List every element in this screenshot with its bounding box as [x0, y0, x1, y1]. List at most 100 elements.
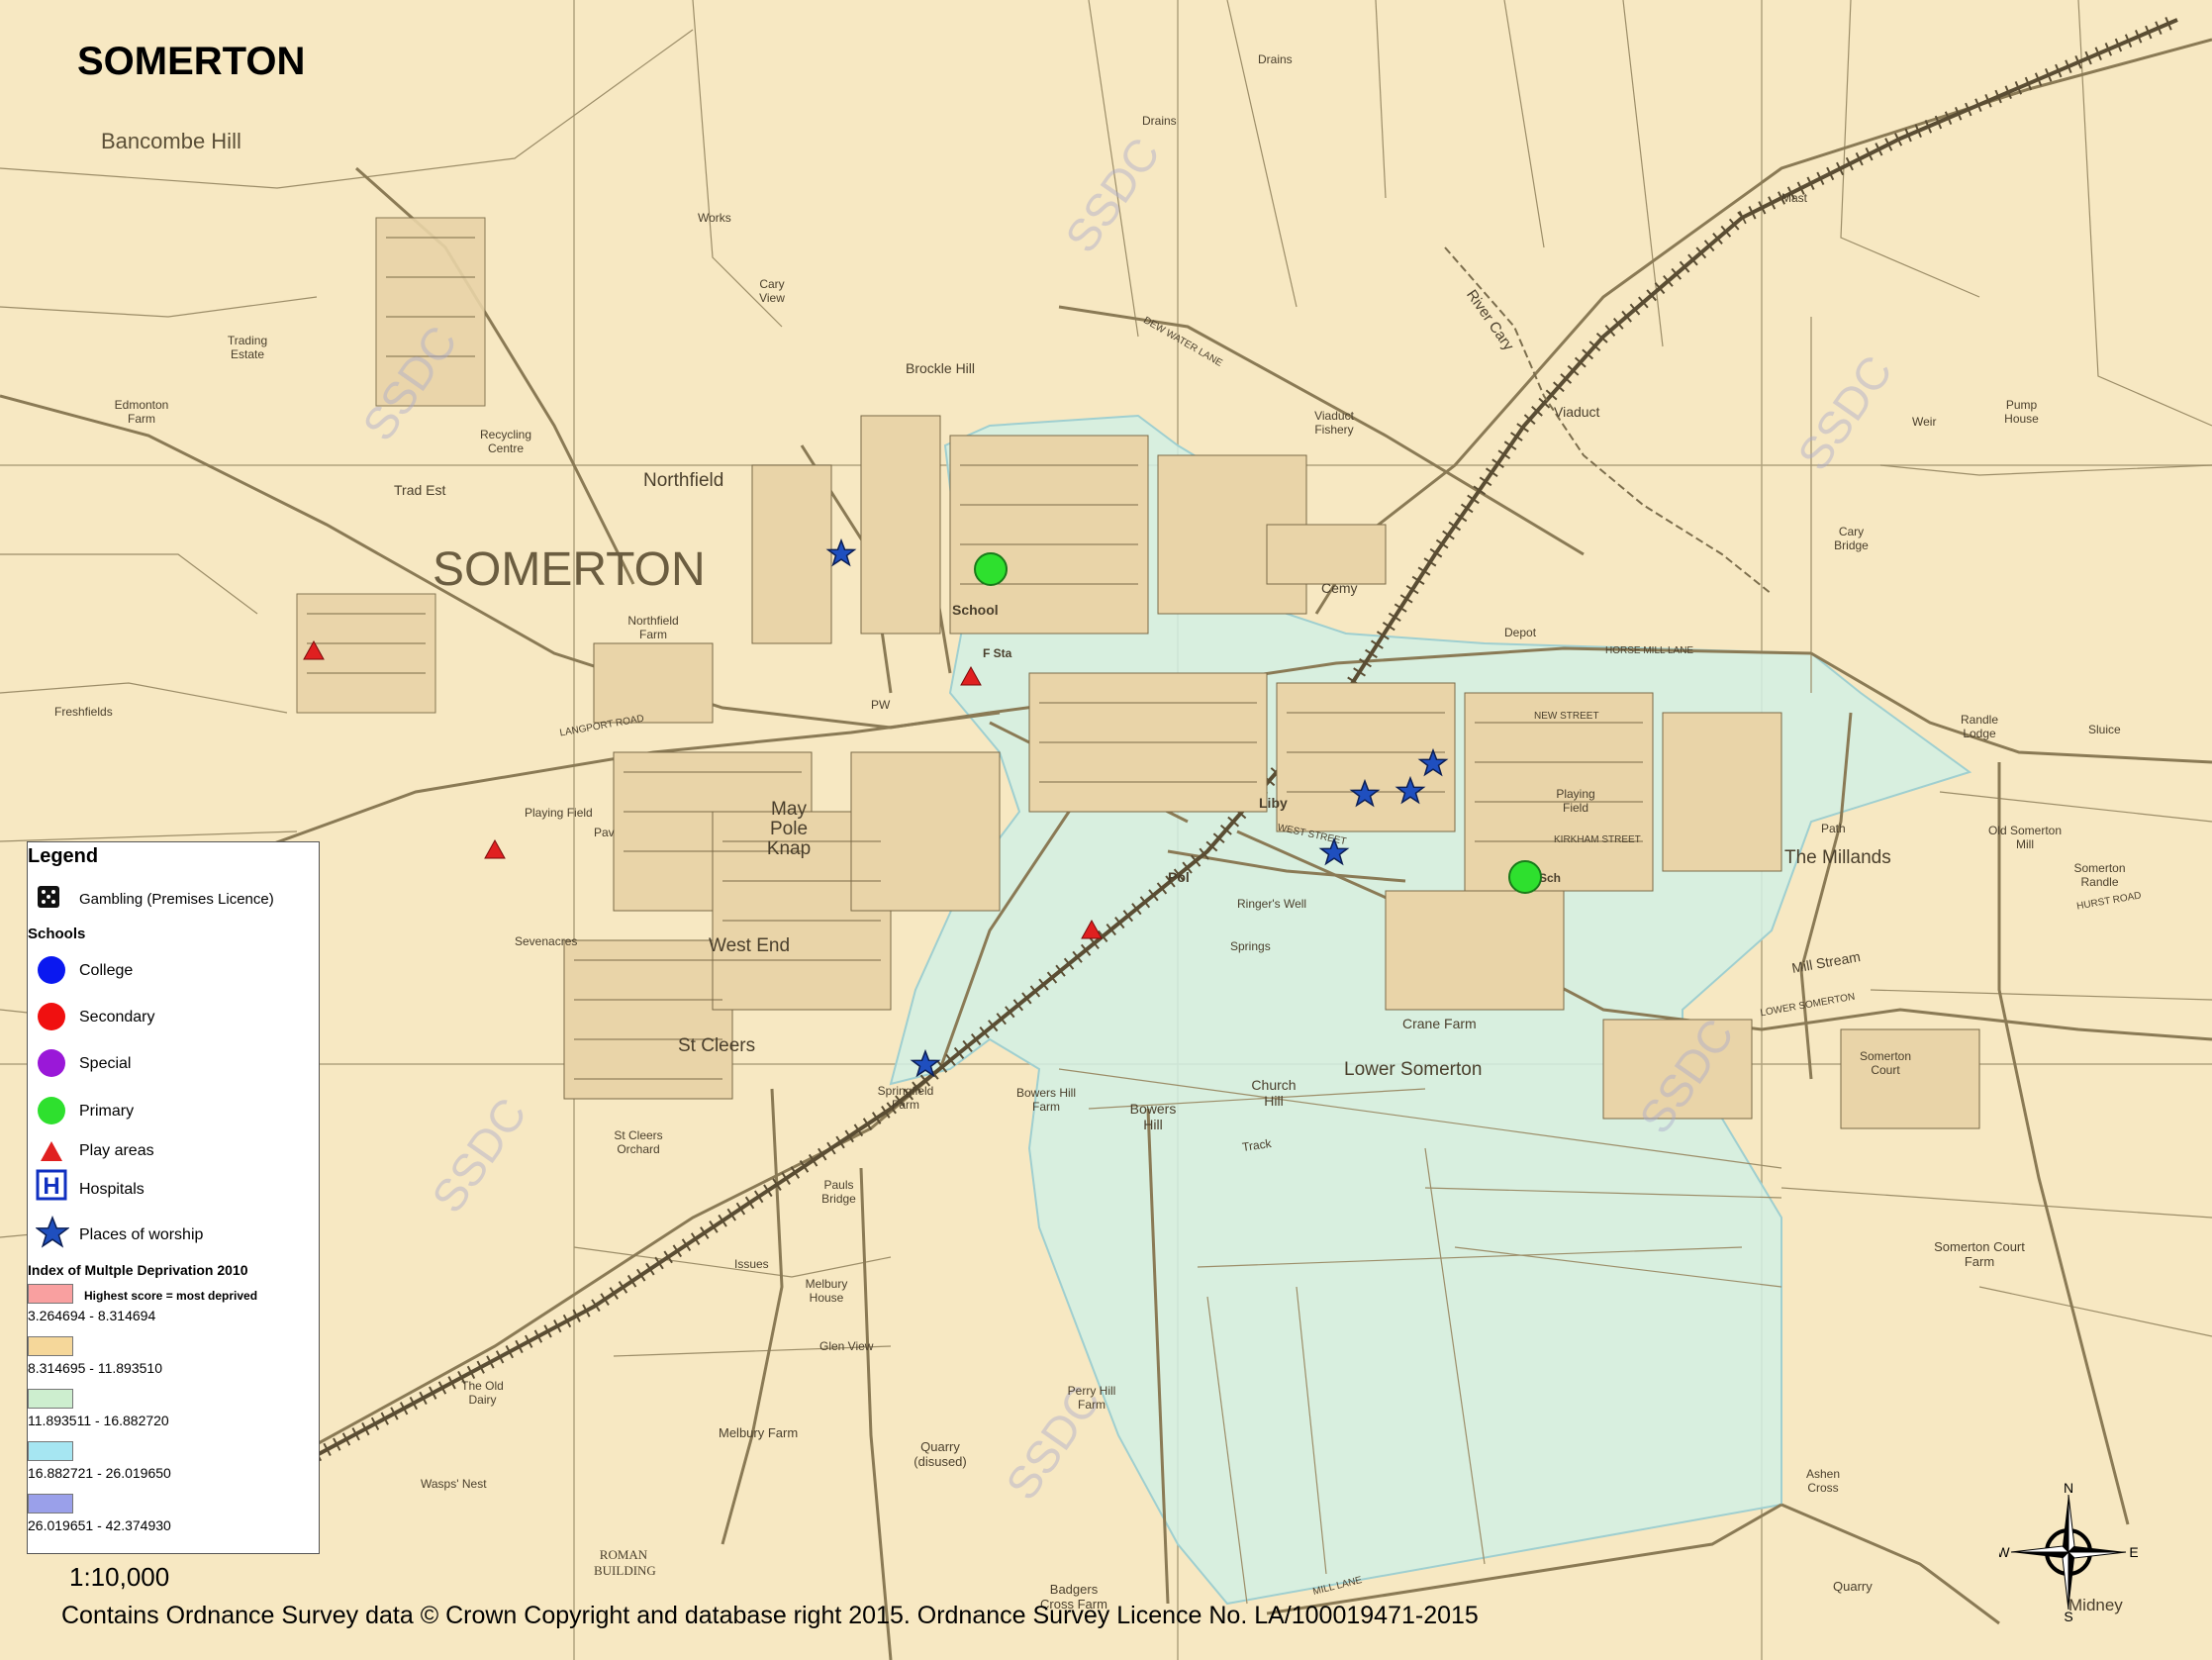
- place-label-somerton-randle: Somerton Randle: [2073, 861, 2126, 889]
- place-label-church-hill: Church Hill: [1251, 1077, 1297, 1109]
- legend-range-label: 16.882721 - 26.019650: [28, 1465, 171, 1481]
- map-scale: 1:10,000: [69, 1562, 170, 1592]
- place-label-pol: Pol: [1168, 869, 1190, 885]
- place-label-glen-view: Glen View: [819, 1339, 874, 1353]
- place-label-drains-top: Drains: [1258, 52, 1293, 66]
- place-label-somerton: SOMERTON: [433, 543, 706, 596]
- compass-n: N: [2064, 1483, 2073, 1496]
- road-label-horse-mill-lane: HORSE MILL LANE: [1605, 645, 1694, 656]
- legend-range-label: 8.314695 - 11.893510: [28, 1360, 162, 1376]
- place-label-f-sta: F Sta: [983, 646, 1012, 660]
- legend-range-label: 11.893511 - 16.882720: [28, 1413, 169, 1428]
- dice-icon: [36, 884, 61, 915]
- play-area-icon: [36, 1138, 67, 1169]
- compass-rose-icon: N S E W: [1996, 1480, 2138, 1624]
- place-label-midney: Midney: [2068, 1596, 2123, 1614]
- place-label-bowers-hill-farm: Bowers Hill Farm: [1015, 1086, 1076, 1114]
- compass-e: E: [2129, 1544, 2138, 1560]
- primary-icon: [36, 1095, 67, 1131]
- legend-range-label: 3.264694 - 8.314694: [28, 1308, 156, 1323]
- place-label-viaduct: Viaduct: [1554, 404, 1600, 420]
- legend-secondary-label: Secondary: [79, 1009, 155, 1025]
- place-label-old-somerton-mill: Old Somerton Mill: [1987, 824, 2063, 851]
- star-icon: [35, 1215, 70, 1254]
- place-label-sch: Sch: [1539, 871, 1562, 885]
- place-label-northfield-farm: Northfield Farm: [627, 614, 679, 641]
- place-label-randle-lodge: Randle Lodge: [1960, 713, 1999, 740]
- legend-panel: Legend Gambling (Premises Licence) Schoo…: [27, 841, 320, 1554]
- place-label-somerton-court-farm: Somerton Court Farm: [1934, 1239, 2025, 1269]
- place-label-pav: Pav: [594, 826, 615, 839]
- place-label-ashen-cross: Ashen Cross: [1805, 1467, 1841, 1495]
- place-label-freshfields: Freshfields: [54, 705, 113, 719]
- road-label-kirkham-street: KIRKHAM STREET: [1554, 834, 1641, 845]
- place-label-quarry: Quarry: [1833, 1579, 1873, 1594]
- place-label-works: Works: [698, 211, 731, 225]
- place-label-roman-building: ROMAN BUILDING: [594, 1547, 656, 1578]
- hospital-icon: H: [36, 1169, 67, 1206]
- place-label-pw: PW: [871, 698, 891, 712]
- compass-s: S: [2064, 1609, 2072, 1621]
- place-label-playing-field-west: Playing Field: [525, 806, 593, 820]
- secondary-icon: [36, 1001, 67, 1037]
- place-label-drains: Drains: [1142, 114, 1177, 128]
- place-label-cemy: Cemy: [1321, 580, 1358, 596]
- place-label-springs: Springs: [1230, 939, 1271, 953]
- legend-gambling-label: Gambling (Premises Licence): [79, 891, 274, 908]
- place-label-playing-field-east: Playing Field: [1556, 787, 1595, 815]
- copyright-notice: Contains Ordnance Survey data © Crown Co…: [61, 1602, 1479, 1629]
- building-hatch: [307, 237, 1643, 1080]
- place-label-st-cleers-orchard: St Cleers Orchard: [614, 1128, 663, 1156]
- place-label-melbury-house: Melbury House: [805, 1277, 848, 1305]
- place-label-northfield: Northfield: [643, 470, 724, 491]
- map-title: SOMERTON: [77, 40, 306, 83]
- place-label-mast: Mast: [1781, 191, 1808, 205]
- place-label-the-millands: The Millands: [1784, 847, 1891, 868]
- place-label-depot: Depot: [1504, 626, 1537, 639]
- legend-swatch: [28, 1494, 73, 1514]
- place-label-issues: Issues: [734, 1257, 769, 1271]
- legend-special-label: Special: [79, 1055, 132, 1072]
- place-label-school: School: [952, 602, 999, 618]
- legend-play-areas-label: Play areas: [79, 1142, 154, 1159]
- special-icon: [36, 1047, 67, 1084]
- legend-hospitals-label: Hospitals: [79, 1181, 144, 1198]
- place-label-cary-view: Cary View: [759, 277, 785, 305]
- place-label-ringers-well: Ringer's Well: [1237, 897, 1307, 911]
- place-label-liby: Liby: [1259, 795, 1288, 811]
- legend-schools-title: Schools: [28, 926, 86, 942]
- place-label-pauls-bridge: Pauls Bridge: [821, 1178, 856, 1206]
- place-label-brockle-hill: Brockle Hill: [906, 360, 976, 376]
- place-label-bancombe-hill: Bancombe Hill: [101, 129, 241, 153]
- place-label-viaduct-fishery: Viaduct Fishery: [1314, 409, 1354, 437]
- compass-w: W: [1999, 1544, 2010, 1560]
- place-label-the-old-dairy: The Old Dairy: [461, 1379, 504, 1407]
- place-label-bowers-hill: Bowers Hill: [1129, 1101, 1177, 1132]
- legend-range-label: 26.019651 - 42.374930: [28, 1517, 171, 1533]
- legend-swatch: [28, 1441, 73, 1461]
- legend-swatch: [28, 1284, 73, 1304]
- place-label-quarry-disused: Quarry (disused): [914, 1439, 967, 1469]
- college-icon: [36, 954, 67, 991]
- place-label-pump-house: Pump House: [2004, 398, 2039, 426]
- place-label-badgers-cross-farm: Badgers Cross Farm: [1040, 1582, 1107, 1611]
- legend-swatch: [28, 1336, 73, 1356]
- road-label-path: Path: [1821, 822, 1846, 835]
- place-label-trad-est: Trad Est: [394, 482, 446, 498]
- place-label-west-end: West End: [709, 935, 791, 956]
- place-label-lower-somerton: Lower Somerton: [1344, 1059, 1483, 1080]
- place-label-sluice: Sluice: [2088, 723, 2121, 736]
- road-label-new-street: NEW STREET: [1534, 711, 1599, 722]
- place-label-trading-estate: Trading Estate: [227, 334, 268, 361]
- legend-title: Legend: [28, 845, 99, 867]
- building-blocks: [296, 217, 1980, 1129]
- place-label-melbury-farm: Melbury Farm: [719, 1425, 799, 1440]
- place-label-edmonton-farm: Edmonton Farm: [114, 398, 169, 426]
- place-label-recycling-centre: Recycling Centre: [479, 428, 532, 455]
- legend-imd-title: Index of Multple Deprivation 2010: [28, 1262, 248, 1278]
- legend-imd-note: Highest score = most deprived: [84, 1289, 258, 1303]
- legend-worship-label: Places of worship: [79, 1226, 204, 1243]
- place-label-somerton-court: Somerton Court: [1859, 1049, 1912, 1077]
